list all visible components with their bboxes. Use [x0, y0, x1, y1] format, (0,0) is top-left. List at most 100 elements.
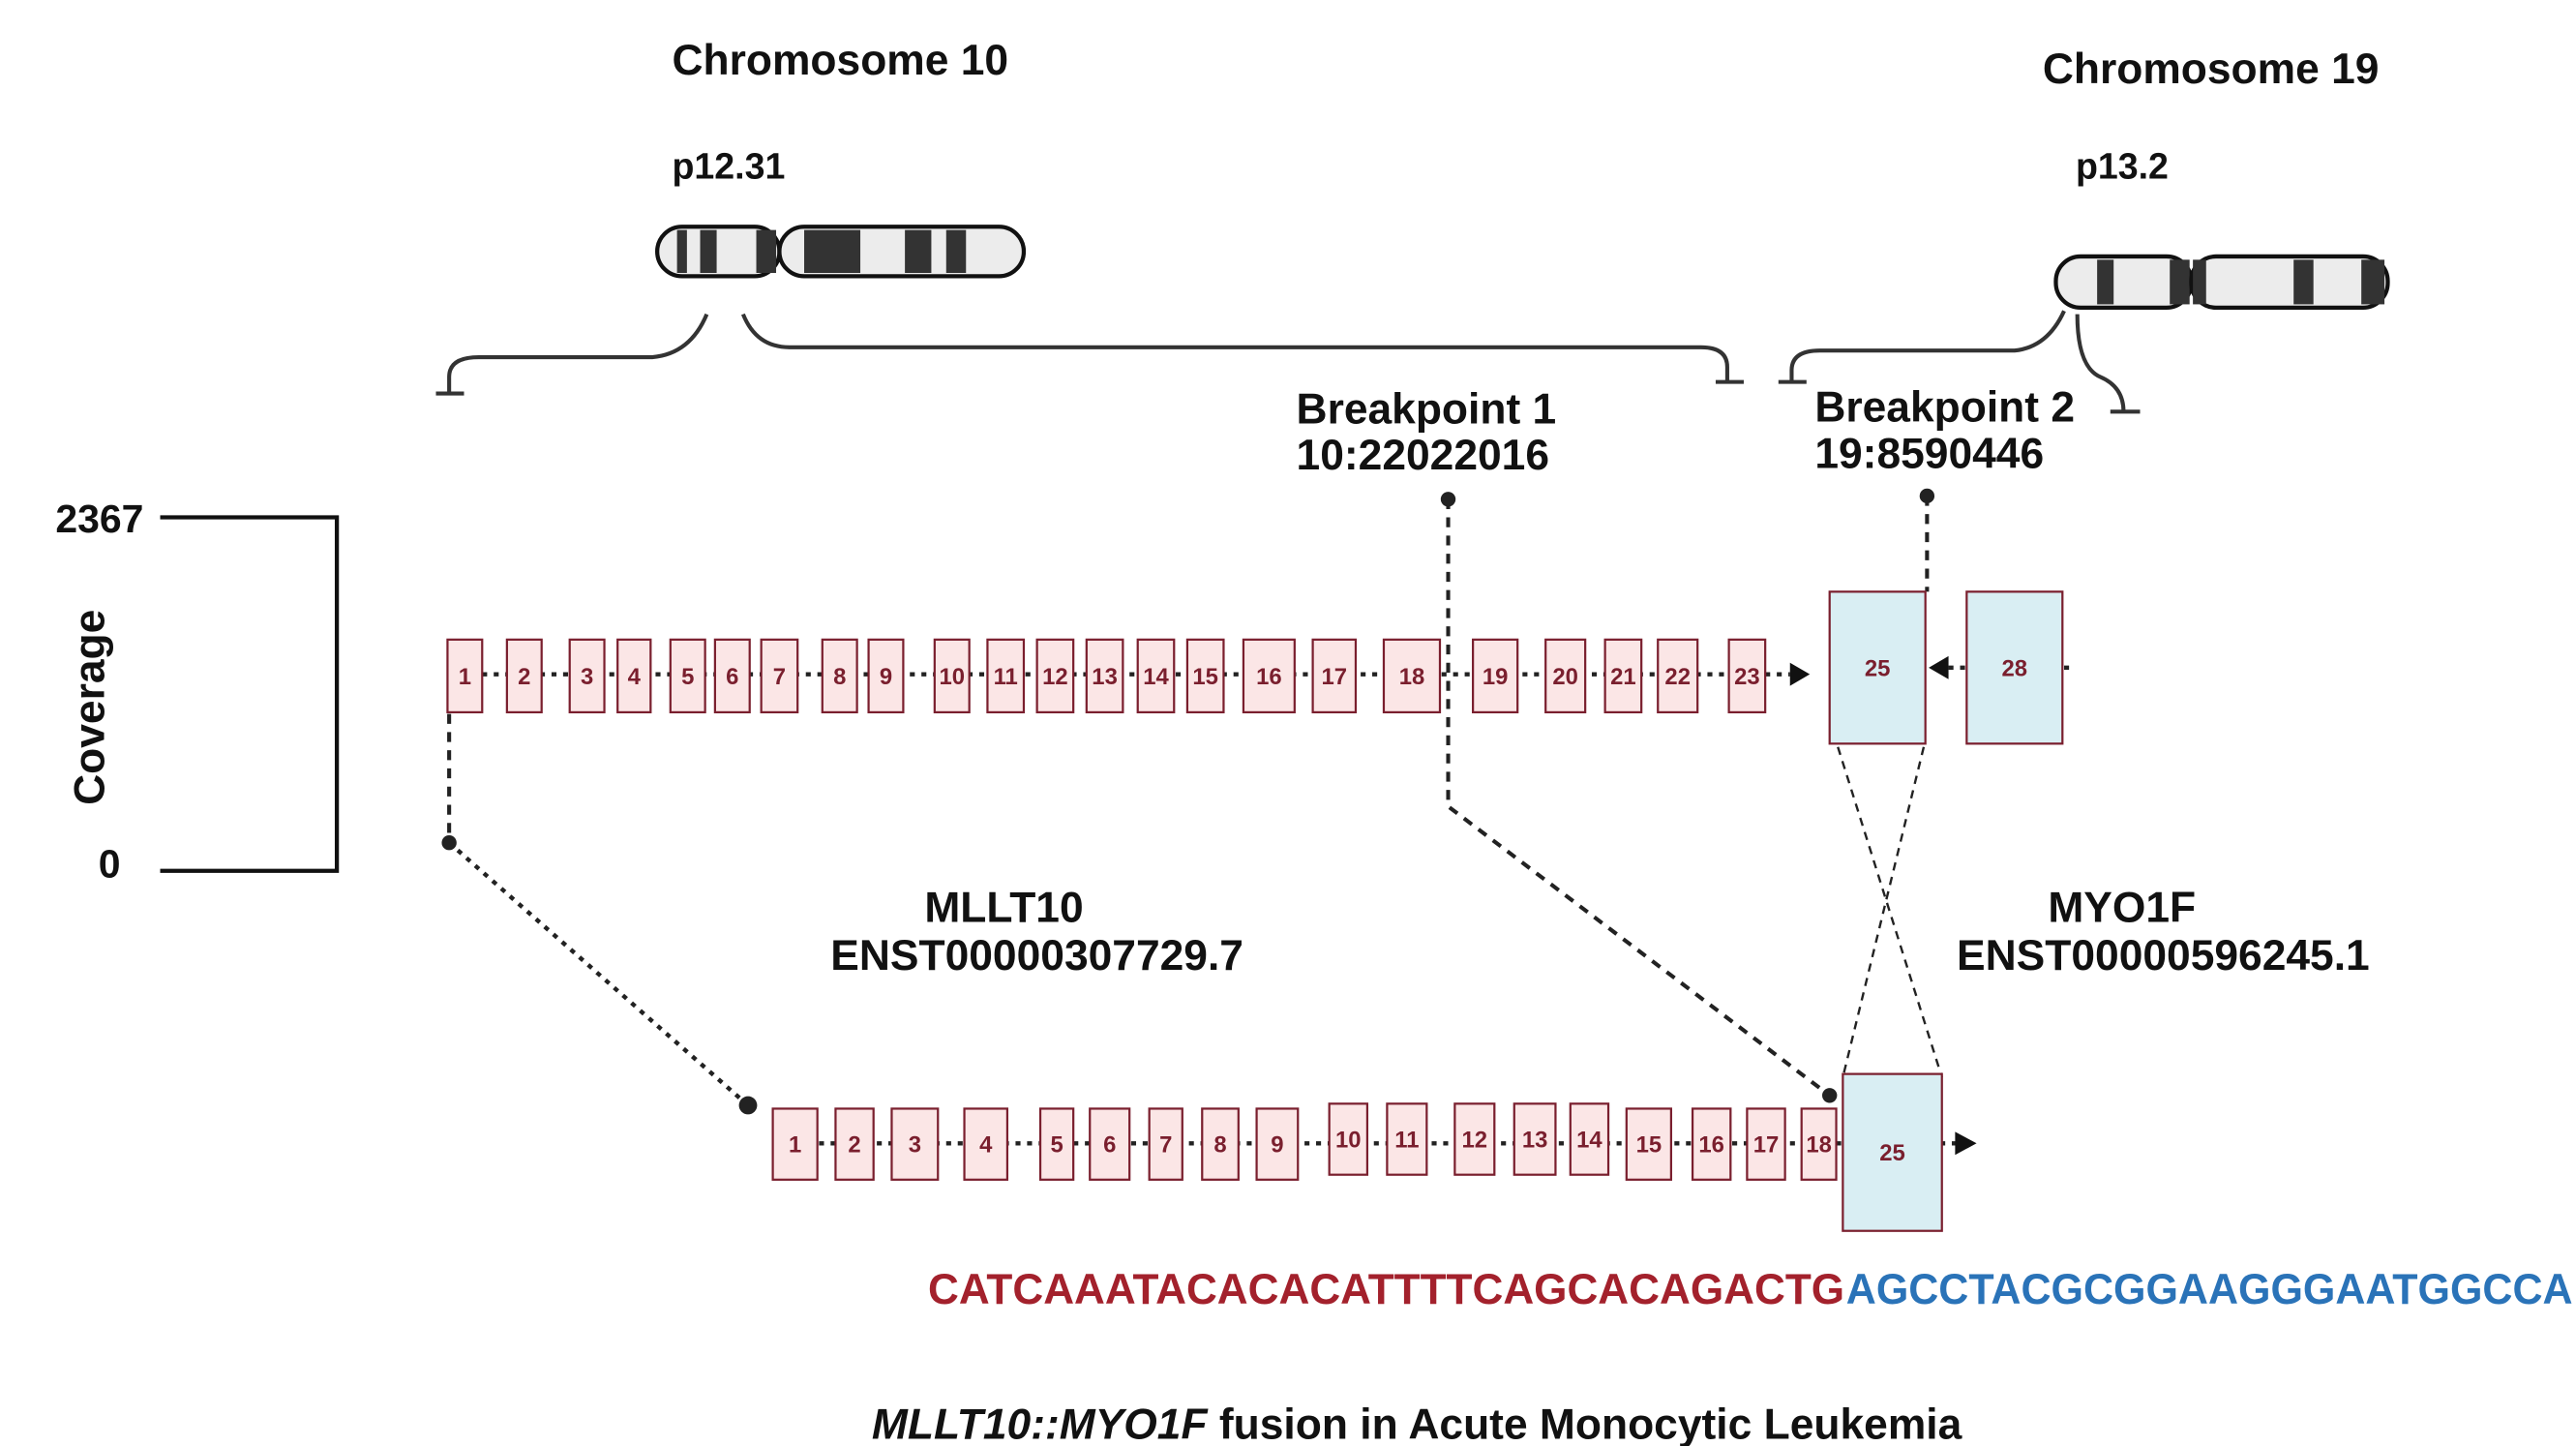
exon-box: [933, 638, 971, 714]
mllt10-exon-14: 14: [1136, 638, 1176, 714]
exon-label: 10: [939, 664, 965, 690]
exon-box: [1625, 1107, 1672, 1181]
exon-box: [1691, 1107, 1732, 1181]
fusion-exon-15: 15: [1625, 1107, 1672, 1181]
mllt10-exon-21: 21: [1603, 638, 1643, 714]
exon-box: [771, 1107, 819, 1181]
mllt10-exon-13: 13: [1085, 638, 1124, 714]
mllt10-exon-17: 17: [1311, 638, 1358, 714]
exon-box: [1328, 1102, 1369, 1176]
exon-box: [505, 638, 543, 714]
exon-box: [1382, 638, 1442, 714]
exon-box: [568, 638, 606, 714]
exon-label: 5: [1050, 1132, 1063, 1159]
exon-box: [1255, 1107, 1300, 1181]
exon-label: 18: [1399, 664, 1425, 690]
exon-label: 17: [1753, 1132, 1780, 1159]
exon-box: [1828, 590, 1927, 745]
exon-label: 6: [726, 664, 738, 690]
exon-label: 28: [2002, 655, 2028, 681]
exon-box: [1136, 638, 1176, 714]
exon-label: 23: [1734, 664, 1760, 690]
mllt10-exon-18: 18: [1382, 638, 1442, 714]
exon-box: [446, 638, 484, 714]
exon-box: [1453, 1102, 1496, 1176]
exon-label: 25: [1879, 1140, 1905, 1166]
myo1f-sequence: AGCCTACGCGGAAGGGAATGGCCA: [1846, 1266, 2573, 1313]
exon-label: 7: [1159, 1132, 1172, 1159]
mllt10-exon-20: 20: [1544, 638, 1587, 714]
exon-label: 2: [848, 1132, 860, 1159]
mllt10-exon-3: 3: [568, 638, 606, 714]
mllt10-exon-22: 22: [1657, 638, 1699, 714]
exon-box: [1965, 590, 2064, 745]
mllt10-direction-arrow: [1789, 662, 1811, 686]
chromosome-10-title: Chromosome 10: [673, 37, 1009, 84]
exon-box: [1746, 1107, 1786, 1181]
chromosome-19-ideogram: [2053, 254, 2390, 310]
exon-box: [834, 1107, 875, 1181]
exon-label: 13: [1522, 1128, 1548, 1154]
fusion-exon-17: 17: [1746, 1107, 1786, 1181]
exon-box: [1148, 1107, 1183, 1181]
mllt10-exon-6: 6: [713, 638, 751, 714]
fusion-exon-7: 7: [1148, 1107, 1183, 1181]
exon-label: 1: [789, 1132, 801, 1159]
myo1f-gene-name: MYO1F: [2048, 885, 2196, 932]
exon-box: [1603, 638, 1643, 714]
exon-box: [821, 638, 858, 714]
exon-box: [867, 638, 905, 714]
connectors: [441, 488, 1943, 1115]
exon-box: [1242, 638, 1296, 714]
exon-box: [1657, 638, 1699, 714]
fusion-exon-10: 10: [1328, 1102, 1369, 1176]
exon-label: 18: [1806, 1132, 1832, 1159]
exon-box: [760, 638, 799, 714]
mllt10-gene-name: MLLT10: [924, 885, 1083, 932]
mllt10-exon-19: 19: [1472, 638, 1519, 714]
exon-box: [1038, 1107, 1075, 1181]
coverage-label: Coverage: [67, 610, 114, 805]
mllt10-exon-1: 1: [446, 638, 484, 714]
exon-box: [1089, 1107, 1131, 1181]
fusion-exon-9: 9: [1255, 1107, 1300, 1181]
breakpoint-1-position: 10:22022016: [1297, 432, 1549, 479]
coverage-min: 0: [99, 842, 121, 887]
fusion-exon-16: 16: [1691, 1107, 1732, 1181]
fusion-exon-14: 14: [1569, 1102, 1610, 1176]
fusion-exon-3: 3: [890, 1107, 940, 1181]
fusion-exon-6: 6: [1089, 1107, 1131, 1181]
exon-label: 6: [1103, 1132, 1116, 1159]
caption-fusion-name: MLLT10::MYO1F: [872, 1401, 1210, 1446]
exon-box: [616, 638, 652, 714]
fusion-exon-11: 11: [1386, 1102, 1428, 1176]
mllt10-exon-9: 9: [867, 638, 905, 714]
exon-label: 22: [1664, 664, 1691, 690]
exon-label: 21: [1610, 664, 1636, 690]
fusion-exon-5: 5: [1038, 1107, 1075, 1181]
fusion-exon-4: 4: [963, 1107, 1009, 1181]
exon-box: [1386, 1102, 1428, 1176]
exon-box: [1800, 1107, 1838, 1181]
mllt10-exon-2: 2: [505, 638, 543, 714]
exon-box: [1842, 1072, 1943, 1232]
myo1f-transcript: ENST00000596245.1: [1957, 932, 2370, 979]
mllt10-exon-8: 8: [821, 638, 858, 714]
fusion-exon-1: 1: [771, 1107, 819, 1181]
mllt10-exon-4: 4: [616, 638, 652, 714]
exon-label: 7: [773, 664, 786, 690]
mllt10-exon-12: 12: [1035, 638, 1075, 714]
exon-label: 3: [581, 664, 593, 690]
breakpoint-2-title: Breakpoint 2: [1814, 384, 2075, 432]
exon-label: 16: [1698, 1132, 1724, 1159]
chromosome-10-band: p12.31: [673, 146, 786, 187]
exon-label: 2: [518, 664, 530, 690]
exon-label: 25: [1865, 655, 1891, 681]
exon-label: 8: [833, 664, 846, 690]
figure-caption: MLLT10::MYO1F fusion in Acute Monocytic …: [872, 1401, 1962, 1446]
exon-label: 12: [1042, 664, 1068, 690]
exon-box: [1472, 638, 1519, 714]
exon-label: 14: [1576, 1128, 1603, 1154]
exon-label: 11: [1394, 1128, 1419, 1154]
